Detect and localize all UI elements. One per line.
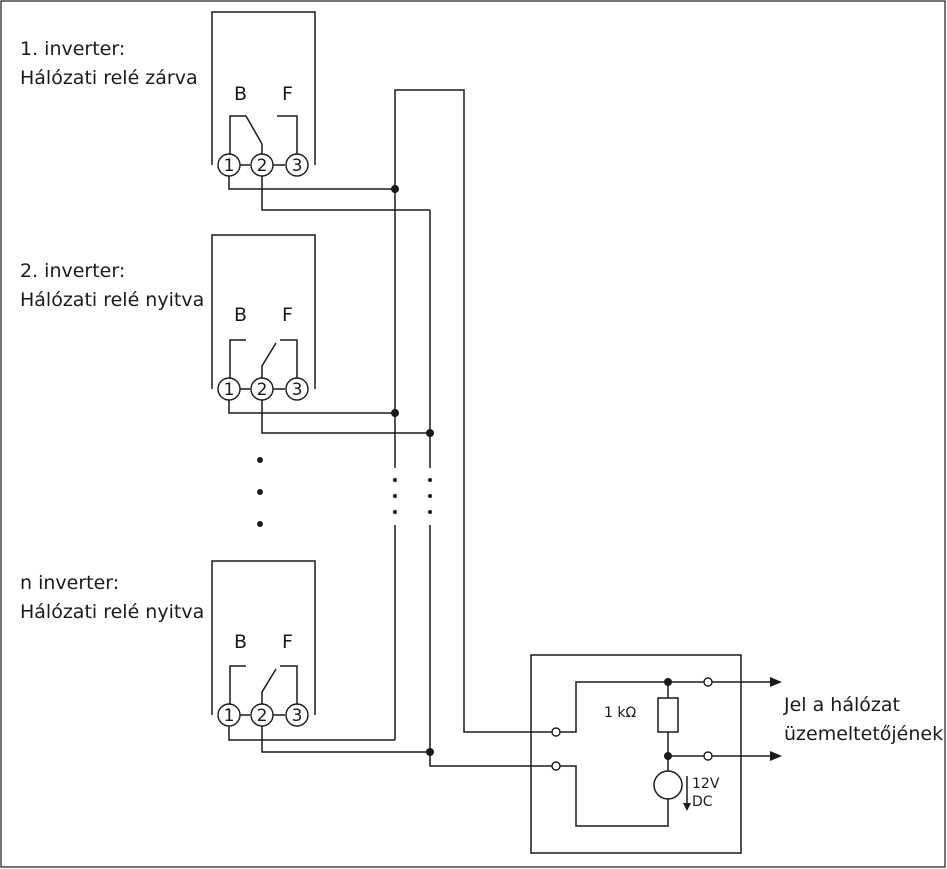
inverter-n-status: Hálózati relé nyitva [20, 601, 204, 623]
wire-inv1-t1-bus-a [228, 176, 395, 190]
junction-dot [426, 429, 434, 437]
inverter-2-terminal-3 [285, 377, 309, 401]
voltage-source-symbol [653, 770, 683, 800]
inverter-2-terminals [217, 377, 309, 401]
resistor-label: 1 kΩ [604, 705, 636, 721]
junction-dot [664, 678, 672, 686]
inverter-1-box [211, 11, 316, 165]
signal-circuit: 1 kΩ 12V DC [530, 654, 782, 854]
wire-inv1-t2-bus-b [261, 176, 430, 211]
inverter-n-terminals [217, 703, 309, 727]
junction-dot [391, 409, 399, 417]
inverter-1-terminal-2-label: 2 [257, 156, 268, 176]
bus-continuation-ellipsis [393, 478, 432, 514]
wire-invn-t2-bus-b [261, 726, 430, 753]
junction-dot [426, 748, 434, 756]
output-arrow-1 [770, 677, 782, 687]
inverter-2-status: Hálózati relé nyitva [20, 289, 204, 311]
inverter-n-contact-b [229, 665, 246, 706]
inverter-n-terminal-3 [285, 703, 309, 727]
bus-a-to-circuit [394, 89, 552, 733]
inverter-2-terminal-2-label: 2 [257, 380, 268, 400]
inverter-n: n inverter: Hálózati relé nyitva B F 1 2… [20, 560, 316, 727]
circuit-input-terminal-1 [551, 727, 561, 737]
inverter-1-label-b: B [234, 83, 247, 105]
inverter-2-terminal-3-label: 3 [292, 380, 303, 400]
output-label-line1: Jel a hálózat [783, 694, 900, 716]
inverter-n-label-b: B [234, 631, 247, 653]
circuit-box [530, 654, 742, 854]
inverter-1-label-f: F [282, 83, 293, 105]
inverter-1-contact-b [229, 115, 246, 156]
junction-dot [664, 752, 672, 760]
inverter-n-terminal-1-label: 1 [224, 706, 235, 726]
bus-b-to-circuit [429, 525, 552, 767]
junction-dot [391, 185, 399, 193]
inverter-n-terminal-2-label: 2 [257, 706, 268, 726]
inverter-n-box [211, 560, 316, 715]
wire-inv2-t1-bus-a [228, 400, 395, 414]
inverter-1-terminal-3 [285, 153, 309, 177]
voltage-label-line1: 12V [692, 776, 720, 792]
inverter-2-box [211, 234, 316, 389]
inverter-1-relay-switch-closed [245, 115, 263, 145]
wire-inv2-t2-bus-b [261, 400, 430, 434]
output-arrow-2 [770, 751, 782, 761]
bus-wiring [228, 89, 552, 767]
inverter-2-terminal-1-label: 1 [224, 380, 235, 400]
inverter-1: 1. inverter: Hálózati relé zárva B F 1 2… [20, 11, 316, 177]
inverter-n-title: n inverter: [20, 572, 119, 594]
inverter-1-status: Hálózati relé zárva [20, 67, 198, 89]
circuit-input-terminal-2 [551, 761, 561, 771]
wire-invn-t1-bus-a [228, 726, 395, 741]
inverter-1-terminal-3-label: 3 [292, 156, 303, 176]
inverter-n-label-f: F [282, 631, 293, 653]
inverter-n-relay-switch-open [261, 668, 277, 706]
output-label-line2: üzemeltetőjének [784, 723, 943, 745]
inverter-2-title: 2. inverter: [20, 260, 125, 282]
inverter-n-terminal-3-label: 3 [292, 706, 303, 726]
inverter-2: 2. inverter: Hálózati relé nyitva B F 1 … [20, 234, 316, 401]
circuit-output-terminal-2 [703, 751, 713, 761]
inverter-n-contact-f [280, 665, 298, 706]
inverter-1-title: 1. inverter: [20, 38, 125, 60]
inverter-2-relay-switch-open [261, 342, 277, 380]
inverter-1-terminal-1-label: 1 [224, 156, 235, 176]
inverter-2-label-f: F [282, 304, 293, 326]
inverter-2-contact-f [280, 339, 298, 380]
inverter-1-contact-f [277, 115, 298, 156]
inverter-2-contact-b [229, 339, 246, 380]
circuit-output-terminal-1 [703, 677, 713, 687]
inverter-1-terminals [217, 153, 309, 177]
more-inverters-ellipsis [257, 457, 263, 527]
voltage-label-line2: DC [692, 794, 713, 810]
inverter-2-label-b: B [234, 304, 247, 326]
resistor-symbol [657, 697, 679, 733]
